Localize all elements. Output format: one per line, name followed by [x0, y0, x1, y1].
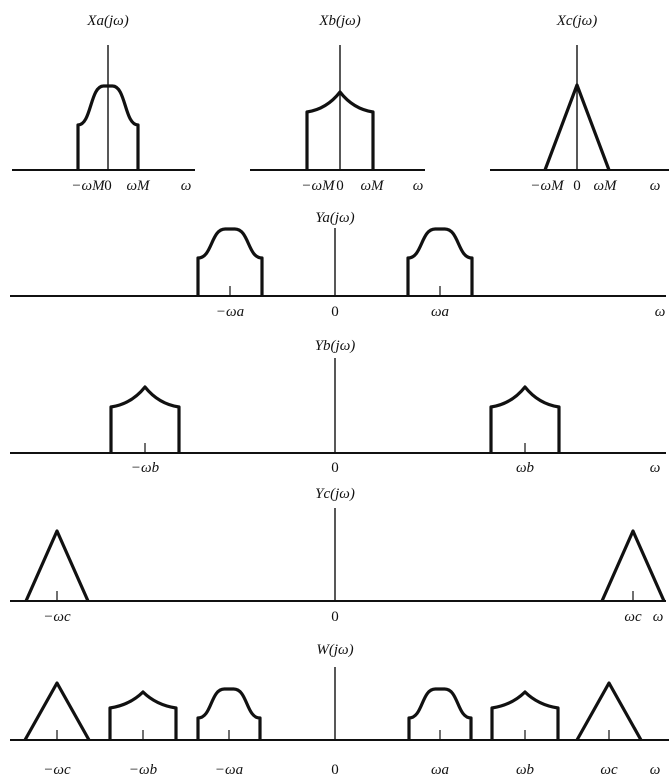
spectrum-xb	[305, 90, 375, 170]
spectrum-w-neg-b	[108, 690, 178, 740]
title-yb: Yb(jω)	[315, 338, 356, 354]
title-xb: Xb(jω)	[318, 13, 360, 29]
label-w-neg-wc: −ωc	[43, 762, 71, 778]
label-w-wa: ωa	[431, 762, 449, 778]
label-w-neg-wa: −ωa	[215, 762, 243, 778]
label-xa-wm: ωM	[126, 178, 151, 194]
label-xa-zero: 0	[104, 178, 112, 194]
spectrum-w-pos-a	[407, 687, 473, 740]
label-ya-neg-wa: −ωa	[216, 304, 244, 320]
label-w-wb: ωb	[516, 762, 535, 778]
label-xa-neg-wm: −ωM	[71, 178, 106, 194]
label-w-wc: ωc	[600, 762, 618, 778]
label-xc-zero: 0	[573, 178, 581, 194]
label-yb-neg-wb: −ωb	[131, 460, 160, 476]
spectrum-w-pos-b	[490, 690, 560, 740]
label-yc-omega: ω	[653, 609, 664, 625]
spectrum-yc-neg	[24, 529, 90, 602]
title-yc: Yc(jω)	[315, 486, 355, 502]
title-xa: Xa(jω)	[86, 13, 128, 29]
label-w-zero: 0	[331, 762, 339, 778]
label-yc-neg-wc: −ωc	[43, 609, 71, 625]
label-xb-zero: 0	[336, 178, 344, 194]
label-xb-omega: ω	[413, 178, 424, 194]
label-xa-omega: ω	[181, 178, 192, 194]
spectrum-ya-pos	[406, 227, 474, 296]
label-yb-wb: ωb	[516, 460, 535, 476]
label-xb-neg-wm: −ωM	[301, 178, 336, 194]
label-ya-omega: ω	[655, 304, 666, 320]
label-xc-wm: ωM	[593, 178, 618, 194]
label-yb-omega: ω	[650, 460, 661, 476]
title-w: W(jω)	[316, 642, 353, 658]
title-ya: Ya(jω)	[315, 210, 354, 226]
label-xb-wm: ωM	[360, 178, 385, 194]
spectrum-xc	[543, 83, 611, 171]
spectrum-yb-pos	[489, 385, 561, 453]
label-xc-neg-wm: −ωM	[530, 178, 565, 194]
label-ya-wa: ωa	[431, 304, 449, 320]
spectrum-w-pos-c	[575, 681, 643, 741]
label-ya-zero: 0	[331, 304, 339, 320]
spectrum-yb-neg	[109, 385, 181, 453]
label-w-omega: ω	[650, 762, 661, 778]
spectrum-yc-pos	[600, 529, 666, 602]
spectrum-xa	[76, 84, 140, 170]
label-yc-wc: ωc	[624, 609, 642, 625]
label-w-neg-wb: −ωb	[129, 762, 158, 778]
label-yc-zero: 0	[331, 609, 339, 625]
label-xc-omega: ω	[650, 178, 661, 194]
label-yb-zero: 0	[331, 460, 339, 476]
spectrum-ya-neg	[196, 227, 264, 296]
title-xc: Xc(jω)	[556, 13, 598, 29]
spectrum-w-neg-a	[196, 687, 262, 740]
spectrum-w-neg-c	[23, 681, 91, 741]
